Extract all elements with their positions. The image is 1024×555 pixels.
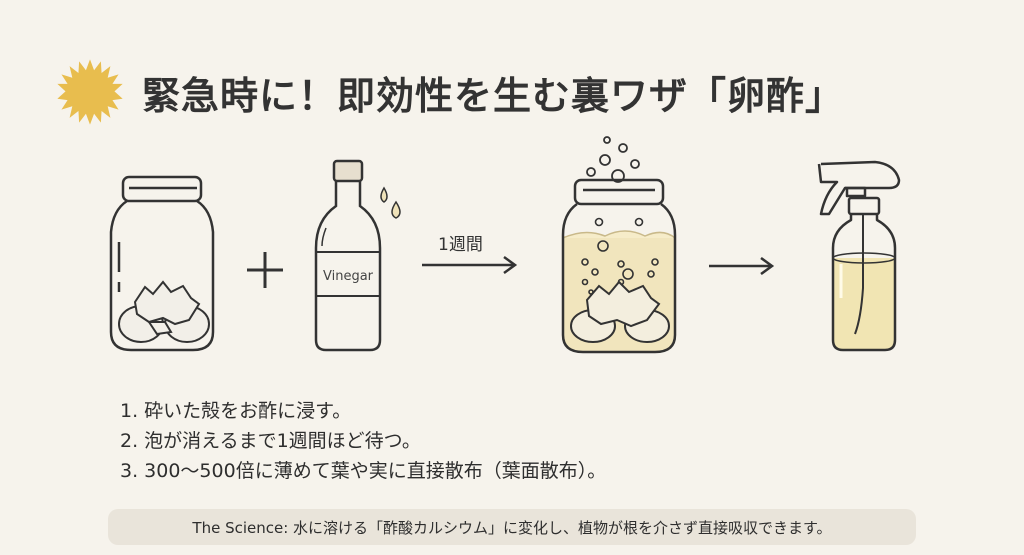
science-note: The Science: 水に溶ける「酢酸カルシウム」に変化し、植物が根を介さず…	[108, 509, 916, 545]
jar-bubbles-icon	[561, 136, 677, 354]
vinegar-bottle-icon: Vinegar	[314, 159, 401, 352]
jar-eggshells-icon	[109, 175, 215, 352]
page-title: 緊急時に！即効性を生む裏ワザ「卵酢」	[142, 73, 845, 118]
plus-icon	[247, 252, 283, 288]
science-text: The Science: 水に溶ける「酢酸カルシウム」に変化し、植物が根を介さず…	[192, 518, 832, 537]
week-label: 1週間	[438, 235, 483, 255]
steps-list: 1. 砕いた殻をお酢に浸す。 2. 泡が消えるまで1週間ほど待つ。 3. 300…	[120, 396, 606, 486]
step-item: 2. 泡が消えるまで1週間ほど待つ。	[120, 430, 421, 452]
header: 緊急時に！即効性を生む裏ワザ「卵酢」	[56, 58, 844, 126]
arrow-right-icon	[422, 255, 518, 275]
step-item: 3. 300〜500倍に薄めて葉や実に直接散布（葉面散布）。	[120, 460, 607, 482]
vinegar-label: Vinegar	[323, 269, 374, 284]
sun-burst-icon	[57, 59, 123, 125]
step-item: 1. 砕いた殻をお酢に浸す。	[120, 400, 352, 422]
spray-bottle-icon	[817, 160, 901, 352]
arrow-right-icon-2	[709, 256, 775, 276]
